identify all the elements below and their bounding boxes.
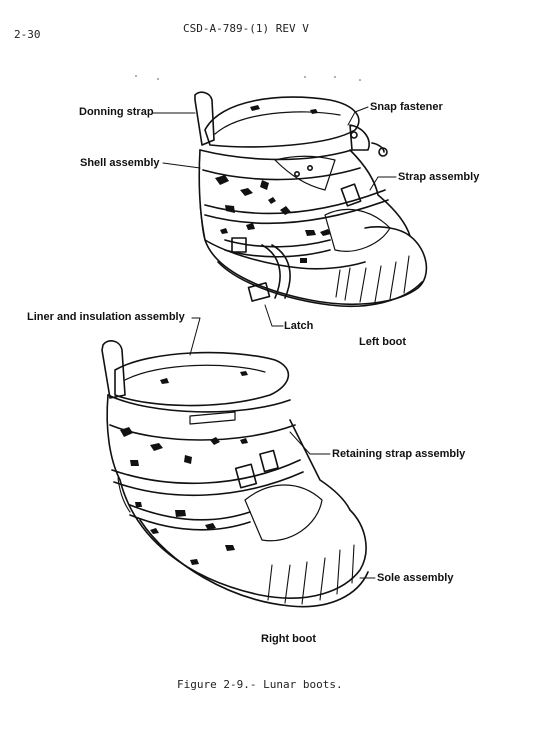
label-donning-strap: Donning strap [79, 106, 154, 118]
label-right-boot: Right boot [261, 633, 316, 645]
label-retaining-strap: Retaining strap assembly [332, 448, 466, 460]
right-boot-drawing [101, 340, 369, 608]
document-id: CSD-A-789-(1) REV V [183, 22, 309, 35]
label-shell-assembly: Shell assembly [80, 157, 160, 169]
label-left-boot: Left boot [359, 336, 407, 348]
label-sole-assembly: Sole assembly [377, 572, 454, 584]
label-latch: Latch [284, 320, 314, 332]
left-boot-drawing [194, 91, 428, 308]
leader-lines [152, 106, 397, 579]
label-strap-assembly: Strap assembly [398, 171, 480, 183]
page-number: 2-30 [14, 28, 41, 41]
label-snap-fastener: Snap fastener [370, 101, 443, 113]
figure-caption: Figure 2-9.- Lunar boots. [177, 678, 343, 691]
label-liner-insulation: Liner and insulation assembly [27, 311, 185, 323]
